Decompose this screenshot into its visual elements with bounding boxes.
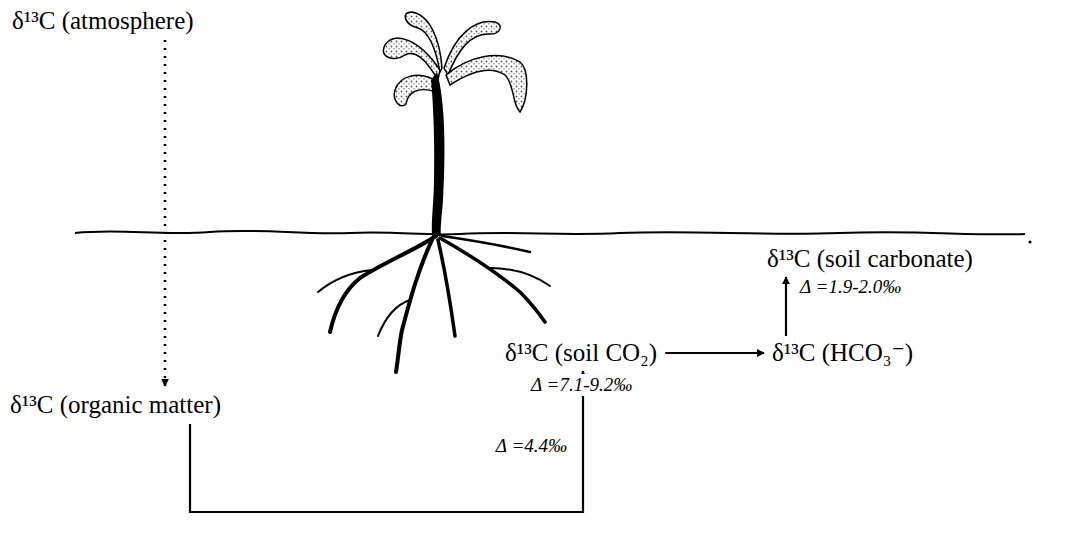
term-text: δ¹³C (soil CO₂) [505,339,657,366]
leaf [405,12,442,72]
fractionation-label: Δ =4.4‰ [494,435,569,457]
fractionation-arrow [190,371,583,512]
isotope-term: δ¹³C (soil CO₂) [503,338,659,368]
isotope-term: δ¹³C (atmosphere) [10,6,196,36]
term-text: δ¹³C (soil carbonate) [767,245,973,272]
stem [431,72,445,236]
fractionation-arrow [665,352,764,354]
term-text: δ¹³C (atmosphere) [12,7,194,34]
isotope-term: δ¹³C (HCO₃⁻) [770,338,915,368]
fractionation-label: Δ =1.9-2.0‰ [798,276,903,298]
leaf [446,56,527,112]
isotope-term: δ¹³C (organic matter) [8,390,223,420]
term-text: δ¹³C (organic matter) [10,391,221,418]
speck [1028,240,1031,243]
fractionation-label: Δ =7.1-9.2‰ [529,374,634,396]
ground-line [75,231,1025,235]
term-text: δ¹³C (HCO₃⁻) [772,339,913,366]
isotope-term: δ¹³C (soil carbonate) [765,244,975,274]
leaf [383,38,440,80]
fractionation-arrow [785,277,787,336]
dotted-arrow [164,40,167,386]
